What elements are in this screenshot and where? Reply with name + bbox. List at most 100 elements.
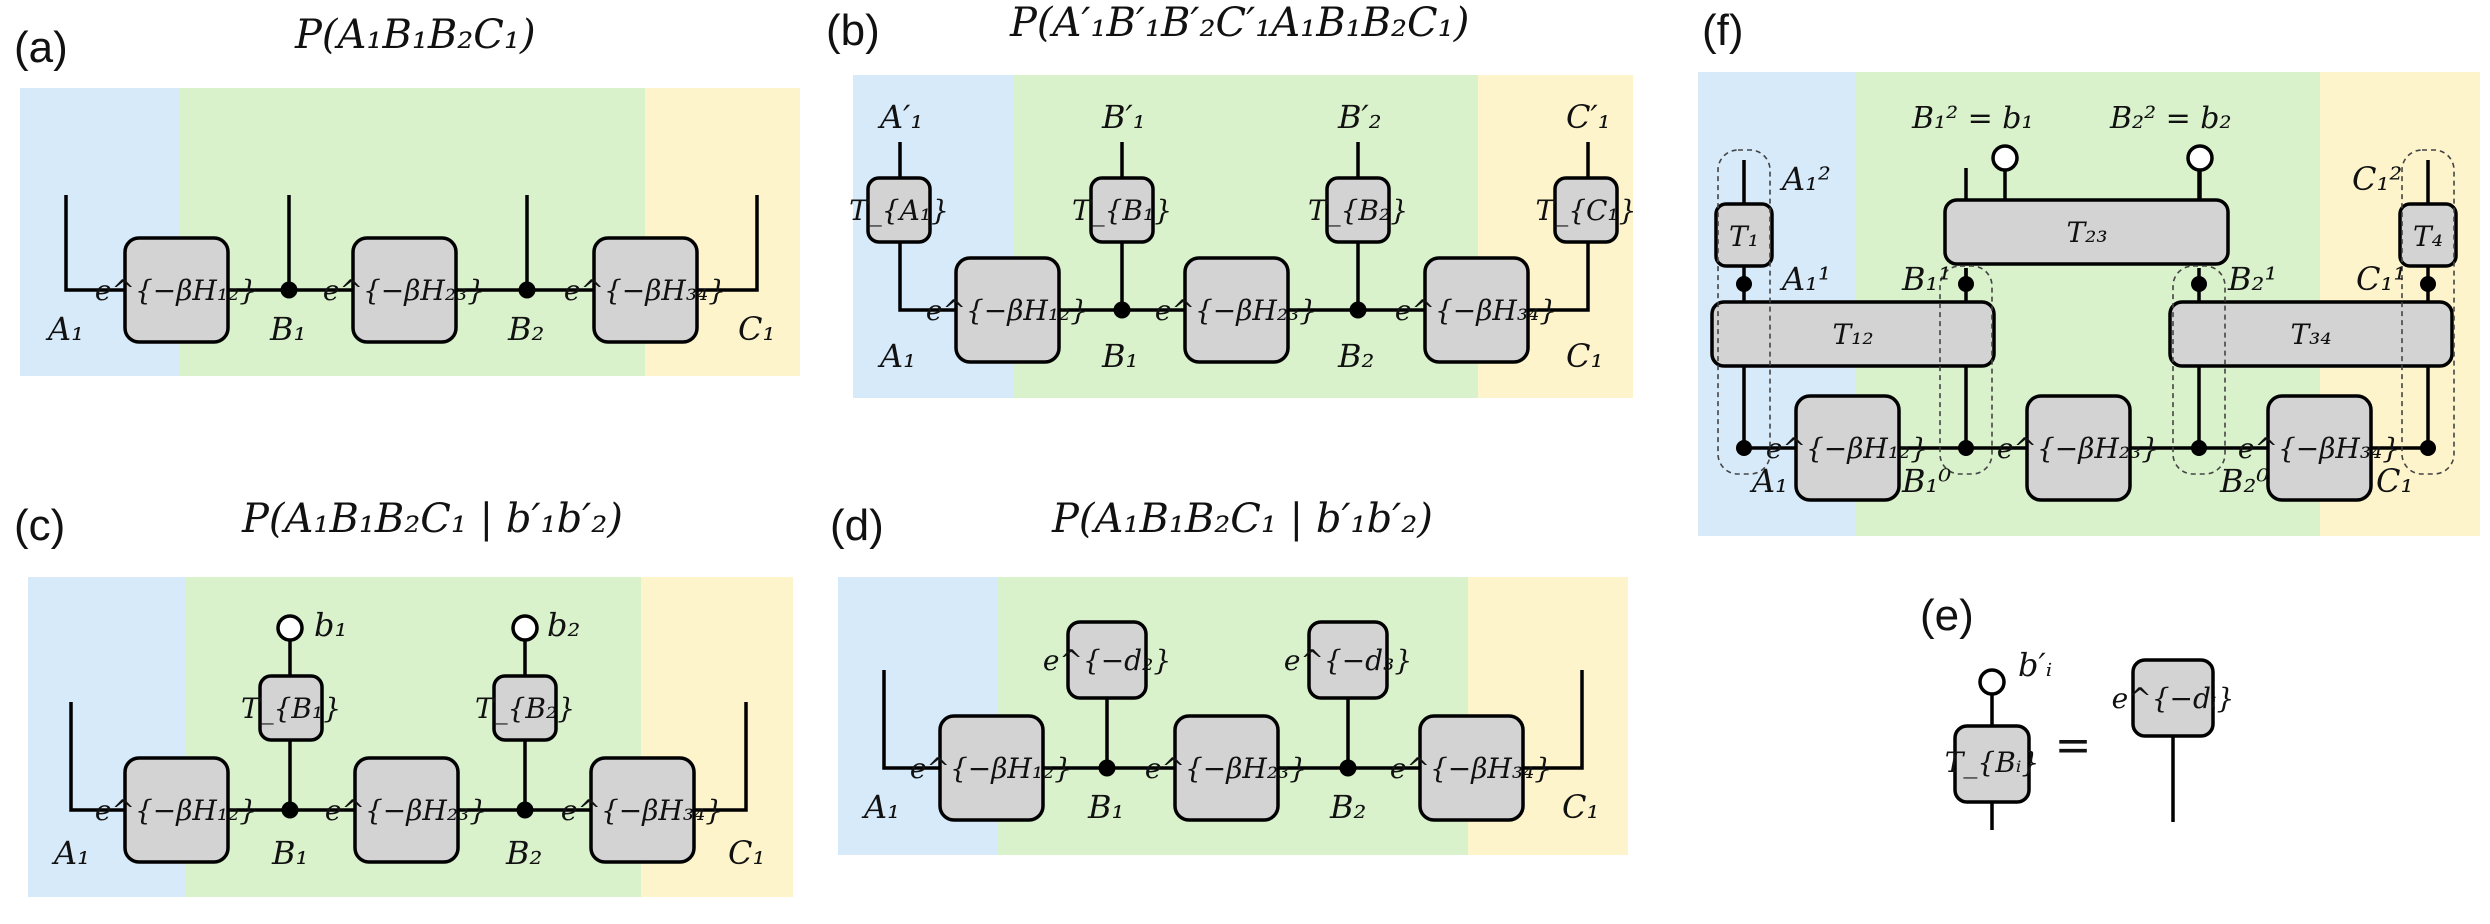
label-f-a1-1: A₁¹ [1779,260,1831,298]
box-f-h12-label: e^{−βH₁₂} [1766,432,1928,465]
node-f-b2-1 [2191,276,2207,292]
panel-e: (e) b′ᵢ T_{Bᵢ} = e^{−dᵢ} [1920,591,2234,830]
box-c-h23 [353,756,460,864]
label-b-b2p: B′₂ [1337,98,1382,136]
box-f-h23 [2025,394,2132,502]
node-c-b2 [516,801,534,819]
dashed-group-b2 [2172,265,2226,475]
box-e-tbi [1953,724,2031,804]
dashed-group-b1 [1939,265,1993,475]
label-f-b1-0: B₁⁰ [1901,462,1951,500]
box-d-h12 [938,714,1045,822]
box-f-t12 [1710,300,1996,368]
box-a-h34-label: e^{−βH₃₄} [564,274,726,307]
box-b-tc1 [1553,176,1619,244]
label-a-b1: B₁ [269,310,306,348]
panel-b: (b) P(A′₁B′₁B′₂C′₁A₁B₁B₂C₁) T_{A₁} T_{B₁… [826,0,1636,398]
label-b-c1: C₁ [1566,337,1603,375]
box-e-tbi-label: T_{Bᵢ} [1945,746,2040,779]
label-a-c1: C₁ [738,310,775,348]
box-f-t4 [2398,202,2458,268]
label-d-b2: B₂ [1329,788,1366,826]
panel-c-letter: (c) [14,501,65,550]
box-c-tb1-label: T_{B₁} [241,692,341,725]
box-b-tb1-label: T_{B₁} [1072,194,1172,227]
box-f-t1-label: T₁ [1729,220,1759,253]
node-d-b2 [1339,759,1357,777]
node-f-b1-0 [1958,440,1974,456]
label-f-b2-1: B₂¹ [2227,260,2277,298]
box-d-h23-label: e^{−βH₂₃} [1145,752,1307,785]
box-c-h12 [123,756,230,864]
box-d-d3-label: e^{−d₃} [1284,644,1412,677]
open-node-e [1978,668,2006,696]
box-b-h23 [1183,256,1290,364]
box-c-tb2-label: T_{B₂} [475,692,575,725]
box-b-tb2-label: T_{B₂} [1308,194,1408,227]
node-b-b2 [1349,301,1367,319]
label-c-b1: B₁ [271,834,308,872]
label-f-b1-1: B₁¹ [1901,260,1951,298]
box-f-h23-label: e^{−βH₂₃} [1997,432,2159,465]
label-d-b1: B₁ [1087,788,1124,826]
box-a-h34 [592,236,699,344]
panel-b-letter: (b) [826,6,880,55]
node-d-b1 [1098,759,1116,777]
label-d-c1: C₁ [1562,788,1599,826]
label-c-b1-circle: b₁ [314,606,347,644]
node-f-a1-0 [1736,440,1752,456]
box-a-h12 [123,236,230,344]
panel-d-title: P(A₁B₁B₂C₁ | b′₁b′₂) [1051,496,1433,542]
node-f-a1-1 [1736,276,1752,292]
label-b-a1p: A′₁ [877,98,923,136]
label-f-a1-2: A₁² [1779,160,1831,198]
box-c-h12-label: e^{−βH₁₂} [95,794,257,827]
box-d-h34 [1418,714,1525,822]
box-f-t4-label: T₄ [2413,220,2443,253]
box-a-h23 [351,236,458,344]
label-f-b2-top: B₂² = b₂ [2109,101,2232,136]
box-f-t23 [1943,198,2230,266]
panel-c: (c) P(A₁B₁B₂C₁ | b′₁b′₂) b₁ b₂ T_{B₁} T_… [14,496,793,897]
box-f-h12 [1794,394,1901,502]
box-c-h23-label: e^{−βH₂₃} [325,794,487,827]
label-b-b1: B₁ [1101,337,1138,375]
panel-a: (a) P(A₁B₁B₂C₁) e^{−βH₁₂} e^{−βH₂₃} e^{−… [14,12,800,376]
label-f-c1: C₁ [2376,462,2413,500]
box-d-h23 [1173,714,1280,822]
box-f-h34-label: e^{−βH₃₄} [2238,432,2400,465]
node-f-c1-1 [2420,276,2436,292]
panel-e-letter: (e) [1920,591,1974,640]
label-b-b2: B₂ [1337,337,1374,375]
open-node-c-b1 [276,614,304,642]
dashed-group-c [2401,149,2455,475]
panel-a-title: P(A₁B₁B₂C₁) [294,12,536,58]
box-d-h12-label: e^{−βH₁₂} [910,752,1072,785]
box-b-h34-label: e^{−βH₃₄} [1395,294,1557,327]
panel-f: (f) T₂₃ T₁ T₄ T₁₂ T₃₄ e^{−βH₁₂} e^{−βH₂ [1698,6,2480,536]
label-a-b2: B₂ [507,310,544,348]
open-node-c-b2 [511,614,539,642]
label-e-circle: b′ᵢ [2018,646,2052,684]
box-f-t34 [2168,300,2454,368]
panel-d-letter: (d) [830,501,884,550]
node-a-b1 [280,281,298,299]
box-d-d3 [1307,620,1389,700]
box-c-tb2 [492,674,558,742]
dashed-group-a [1717,149,1771,475]
node-f-b1-1 [1958,276,1974,292]
label-f-c1-1: C₁¹ [2356,260,2406,298]
box-c-tb1 [258,674,324,742]
label-b-a1: A₁ [877,337,916,375]
box-b-ta1 [866,176,932,244]
box-e-di-label: e^{−dᵢ} [2112,682,2235,715]
panel-b-title: P(A′₁B′₁B′₂C′₁A₁B₁B₂C₁) [1009,0,1469,46]
label-f-b2-0: B₂⁰ [2219,462,2269,500]
box-a-h23-label: e^{−βH₂₃} [323,274,485,307]
box-b-h12-label: e^{−βH₁₂} [926,294,1088,327]
box-b-h34 [1423,256,1530,364]
label-a-a1: A₁ [45,310,84,348]
box-d-h34-label: e^{−βH₃₄} [1390,752,1552,785]
box-b-h12 [954,256,1061,364]
